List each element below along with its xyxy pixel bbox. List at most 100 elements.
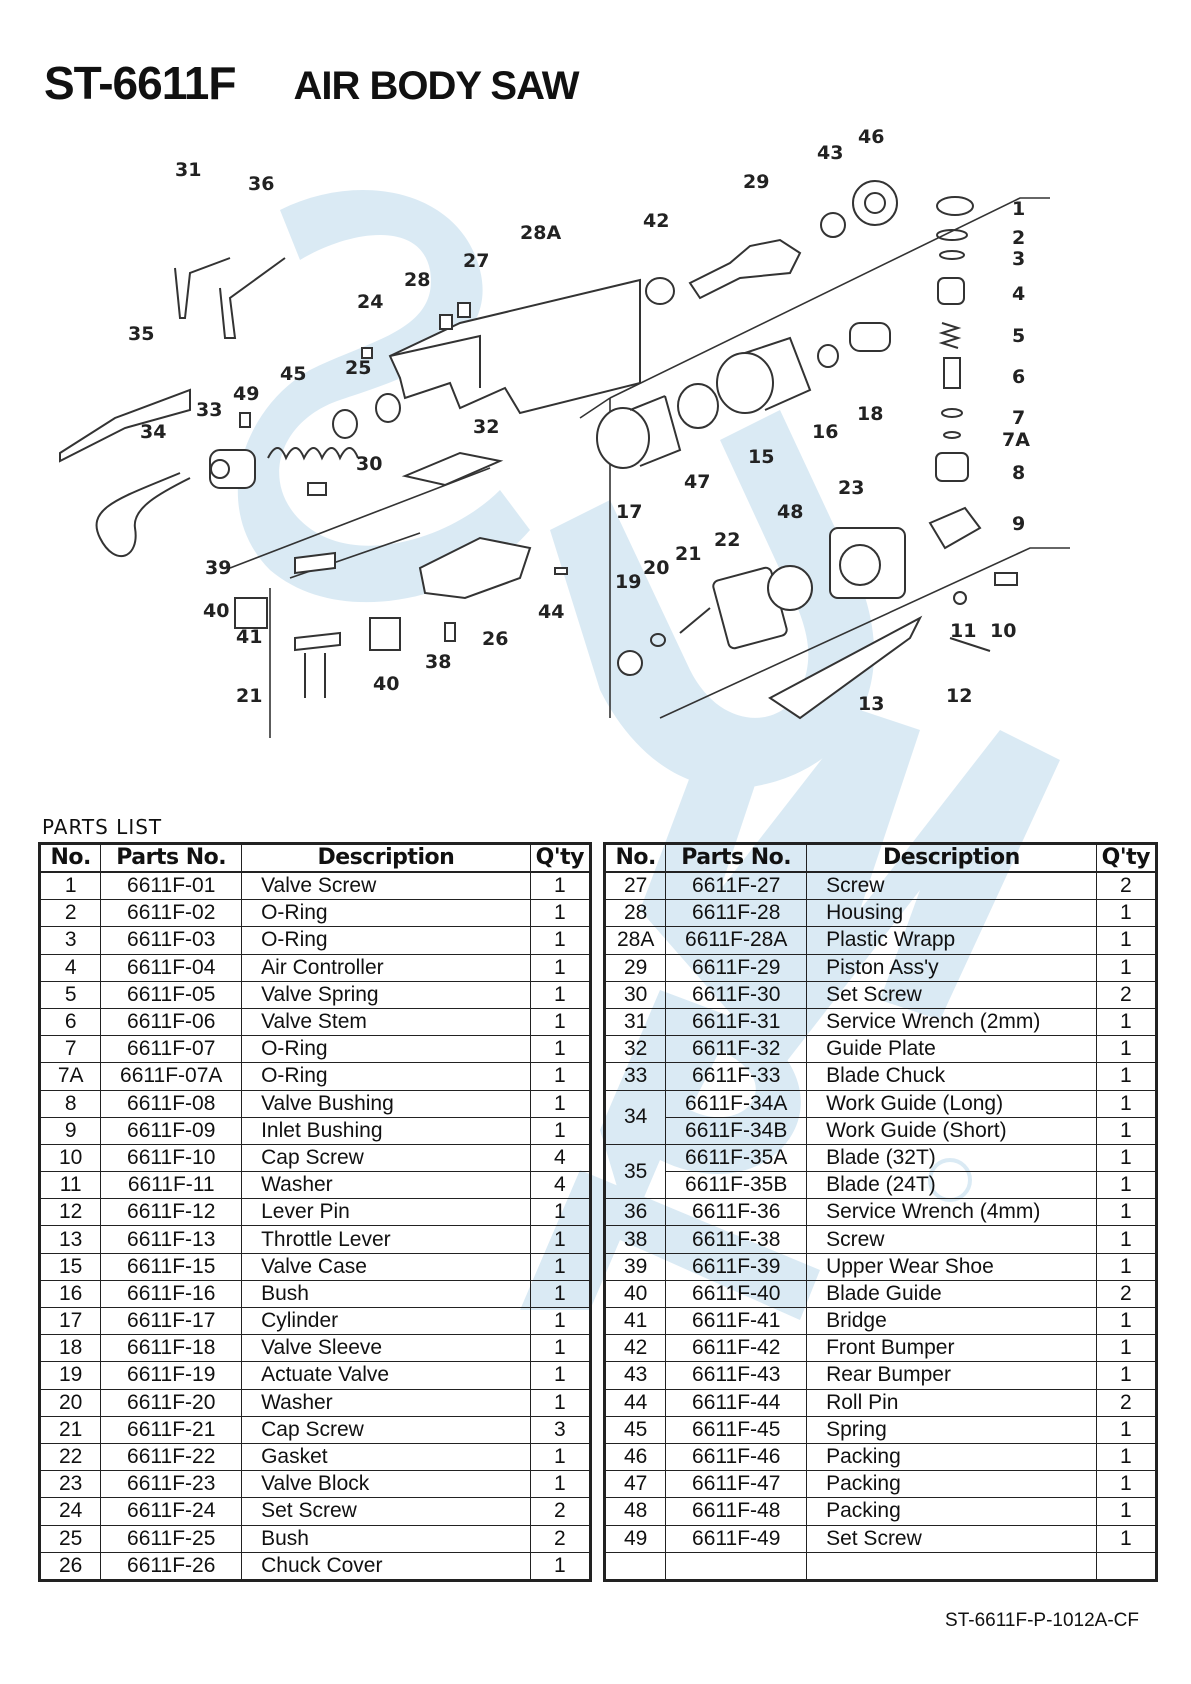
cell-no: 27 (603, 871, 667, 901)
cell-qty: 1 (1095, 1442, 1158, 1472)
cell-part-no: 6611F-09 (100, 1116, 243, 1145)
cell-qty: 1 (529, 871, 592, 901)
cell-qty: 1 (529, 899, 592, 928)
cell-no: 21 (38, 1415, 102, 1444)
cell-part-no: 6611F-35B (665, 1171, 808, 1200)
cell-part-no: 6611F-27 (665, 871, 808, 901)
cell-qty: 4 (529, 1171, 592, 1200)
col-qty: Q'ty (529, 843, 592, 873)
cell-qty: 1 (1095, 1062, 1158, 1091)
callout-26: 26 (482, 628, 508, 650)
cell-part-no: 6611F-24 (100, 1497, 243, 1526)
cell-description: Plastic Wrapp (806, 926, 1097, 955)
callout-25: 25 (345, 357, 371, 379)
cell-no: 34 (603, 1089, 667, 1145)
cell-description: Air Controller (241, 953, 531, 982)
cell-description: Packing (806, 1470, 1097, 1499)
cell-qty: 1 (529, 1388, 592, 1417)
callout-49: 49 (233, 383, 259, 405)
cell-description (806, 1551, 1097, 1581)
cell-description: Screw (806, 871, 1097, 901)
callout-32: 32 (473, 416, 499, 438)
cell-part-no: 6611F-26 (100, 1551, 243, 1581)
cell-part-no: 6611F-35A (665, 1143, 808, 1173)
cell-description: Front Bumper (806, 1334, 1097, 1363)
cell-no: 7A (38, 1062, 102, 1091)
exploded-parts-diagram: 31 36 28A 27 28 24 35 25 49 45 33 34 32 … (59, 128, 1070, 738)
cell-qty: 1 (1095, 1470, 1158, 1499)
col-description: Description (806, 843, 1097, 873)
cell-description: Bridge (806, 1306, 1097, 1336)
cell-part-no: 6611F-21 (100, 1415, 243, 1444)
cell-description: Housing (806, 899, 1097, 928)
cell-qty: 1 (1095, 1089, 1158, 1118)
cell-qty: 2 (1095, 871, 1158, 901)
cell-part-no: 6611F-41 (665, 1306, 808, 1336)
cell-qty: 1 (529, 1198, 592, 1227)
cell-no: 46 (603, 1442, 667, 1472)
callout-28: 28 (404, 269, 430, 291)
piston (688, 238, 802, 300)
cell-description: Valve Stem (241, 1007, 531, 1037)
col-no: No. (38, 843, 102, 873)
cell-qty: 1 (529, 1551, 592, 1581)
cell-description: O-Ring (241, 1062, 531, 1091)
cell-no: 9 (38, 1116, 102, 1145)
cell-part-no: 6611F-19 (100, 1361, 243, 1390)
cell-no: 26 (38, 1551, 102, 1581)
cell-part-no: 6611F-03 (100, 926, 243, 955)
cell-no: 43 (603, 1361, 667, 1390)
cell-qty: 1 (529, 1225, 592, 1254)
table-header-row: No. Parts No. Description Q'ty (38, 843, 592, 873)
callout-35: 35 (128, 323, 154, 345)
cell-qty: 1 (529, 1442, 592, 1472)
cell-no: 48 (603, 1497, 667, 1526)
cell-part-no: 6611F-07 (100, 1035, 243, 1064)
callout-16: 16 (812, 421, 838, 443)
cell-part-no: 6611F-30 (665, 980, 808, 1009)
cell-part-no: 6611F-10 (100, 1143, 243, 1173)
cell-no: 49 (603, 1524, 667, 1553)
cell-no: 8 (38, 1089, 102, 1118)
cell-part-no: 6611F-15 (100, 1252, 243, 1281)
cell-no: 30 (603, 980, 667, 1009)
cell-part-no: 6611F-23 (100, 1470, 243, 1499)
chuck-cover (418, 536, 532, 600)
cell-qty: 1 (529, 1116, 592, 1145)
cell-no: 32 (603, 1035, 667, 1064)
cell-no: 47 (603, 1470, 667, 1499)
callout-17: 17 (616, 501, 642, 523)
callout-19: 19 (615, 571, 641, 593)
callout-40-left: 40 (203, 600, 229, 622)
cell-no: 42 (603, 1334, 667, 1363)
cell-qty: 1 (529, 980, 592, 1009)
cell-no: 24 (38, 1497, 102, 1526)
blade-chuck (209, 449, 256, 489)
cell-no: 17 (38, 1306, 102, 1336)
cell-part-no: 6611F-28A (665, 926, 808, 955)
cell-part-no: 6611F-45 (665, 1415, 808, 1444)
cell-description: Set Screw (241, 1497, 531, 1526)
cell-description: Actuate Valve (241, 1361, 531, 1390)
callout-31: 31 (175, 159, 201, 181)
cell-part-no: 6611F-13 (100, 1225, 243, 1254)
cell-part-no: 6611F-43 (665, 1361, 808, 1390)
